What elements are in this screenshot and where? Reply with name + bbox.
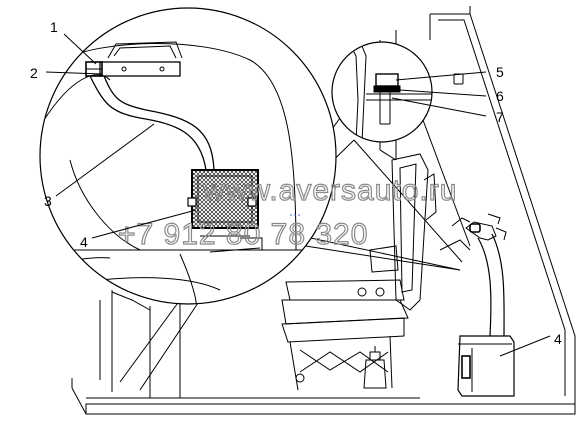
callout-1: 1 bbox=[50, 19, 58, 35]
watermark-url: www.aversauto.ru bbox=[202, 174, 457, 207]
callout-4-right: 4 bbox=[554, 331, 562, 347]
detail-view-small bbox=[331, 41, 433, 143]
watermark: www.aversauto.ru +7 912 80 78 320 bbox=[117, 173, 457, 251]
callout-2: 2 bbox=[30, 65, 38, 81]
callout-6: 6 bbox=[496, 88, 504, 104]
callout-labels: 1 2 3 4 5 6 7 4 bbox=[30, 19, 562, 347]
detail-view-large bbox=[39, 7, 337, 305]
heater-unit-right bbox=[451, 73, 515, 397]
callout-4-left: 4 bbox=[80, 234, 88, 250]
leader-lines bbox=[45, 33, 551, 357]
cabin-frame bbox=[71, 6, 576, 415]
callout-5: 5 bbox=[496, 64, 504, 80]
callout-7: 7 bbox=[496, 109, 504, 125]
watermark-phone: +7 912 80 78 320 bbox=[118, 218, 368, 251]
callout-3: 3 bbox=[44, 193, 52, 209]
